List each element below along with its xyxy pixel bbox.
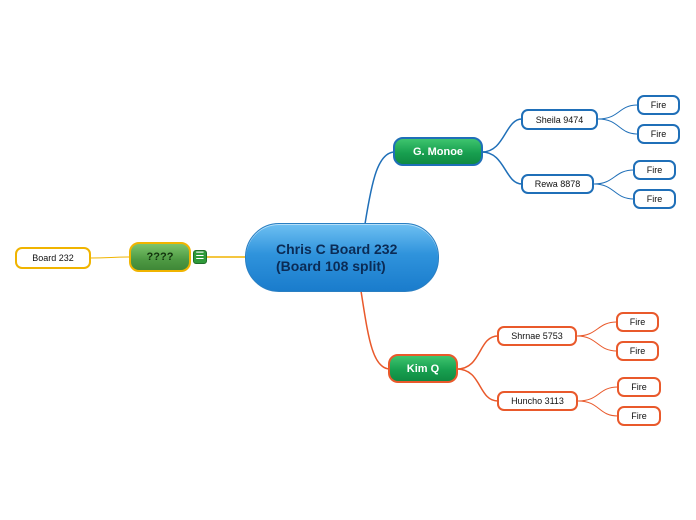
leaf-label: Fire	[629, 346, 646, 356]
central-topic[interactable]: Chris C Board 232 (Board 108 split)	[245, 223, 439, 292]
leaf-huncho-fire-2[interactable]: Fire	[617, 406, 661, 426]
leaf-label: Fire	[650, 129, 667, 139]
leaf-label: Fire	[646, 165, 663, 175]
leaf-label: Fire	[629, 317, 646, 327]
leaf-shrnae-fire-1[interactable]: Fire	[616, 312, 659, 332]
subtopic-label: Sheila 9474	[535, 114, 584, 125]
leaf-label: Fire	[631, 411, 647, 421]
leaf-rewa-fire-1[interactable]: Fire	[633, 160, 676, 180]
topic-kim-q[interactable]: Kim Q	[388, 354, 458, 383]
subtopic-label: Shrnae 5753	[511, 331, 563, 341]
leaf-sheila-fire-2[interactable]: Fire	[637, 124, 680, 144]
subtopic-rewa[interactable]: Rewa 8878	[521, 174, 594, 194]
leaf-label: Fire	[631, 382, 647, 392]
leaf-label: Fire	[650, 100, 667, 110]
leaf-huncho-fire-1[interactable]: Fire	[617, 377, 661, 397]
menu-icon[interactable]: ☰	[193, 250, 207, 264]
subtopic-sheila[interactable]: Sheila 9474	[521, 109, 598, 130]
subtopic-shrnae[interactable]: Shrnae 5753	[497, 326, 577, 346]
topic-label: ????	[146, 251, 174, 263]
central-topic-label: Chris C Board 232 (Board 108 split)	[276, 240, 398, 274]
subtopic-label: Board 232	[32, 253, 74, 263]
subtopic-huncho[interactable]: Huncho 3113	[497, 391, 578, 411]
leaf-shrnae-fire-2[interactable]: Fire	[616, 341, 659, 361]
topic-unknown[interactable]: ????	[129, 242, 191, 272]
subtopic-board-232[interactable]: Board 232	[15, 247, 91, 269]
subtopic-label: Huncho 3113	[511, 396, 564, 406]
subtopic-label: Rewa 8878	[534, 179, 581, 189]
leaf-sheila-fire-1[interactable]: Fire	[637, 95, 680, 115]
leaf-rewa-fire-2[interactable]: Fire	[633, 189, 676, 209]
topic-label: Kim Q	[406, 362, 440, 375]
leaf-label: Fire	[646, 194, 663, 204]
topic-label: G. Monoe	[412, 145, 464, 158]
topic-g-monoe[interactable]: G. Monoe	[393, 137, 483, 166]
